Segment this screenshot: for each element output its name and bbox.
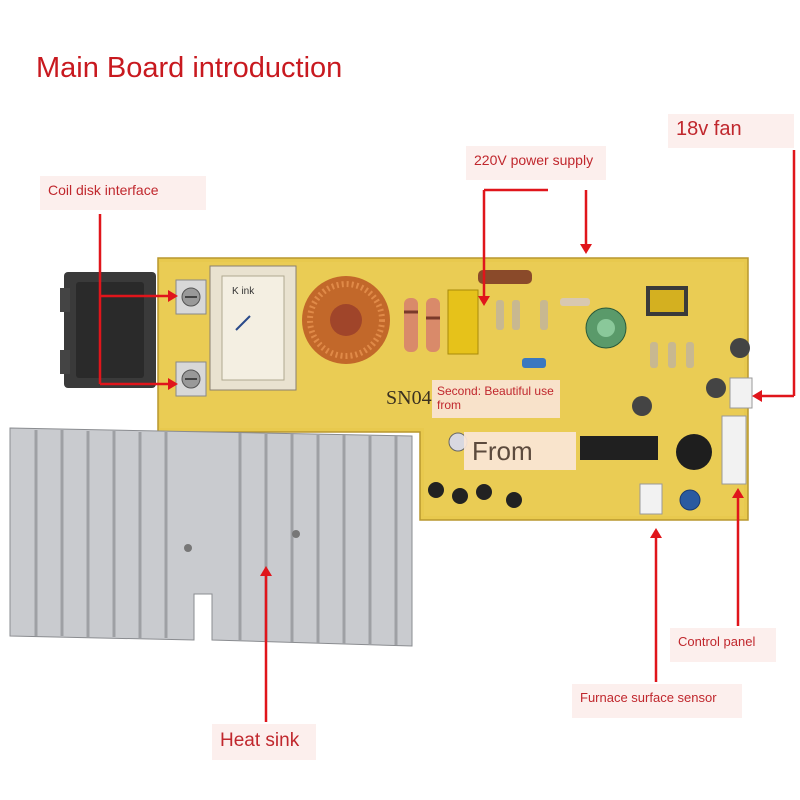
board-overlay-big: From [464, 432, 576, 470]
coil-connector [60, 272, 156, 388]
label-coil-disk-interface: Coil disk interface [40, 176, 206, 210]
buzzer [676, 434, 712, 470]
fuse [478, 270, 532, 284]
transformer [209, 265, 297, 391]
label-heat-sink: Heat sink [212, 724, 316, 760]
toroid-coil [302, 276, 390, 364]
fan-connector [729, 377, 753, 409]
annotation-arrows [98, 150, 796, 722]
label-control-panel: Control panel [670, 628, 776, 662]
board-model-text: SN04 [386, 387, 432, 409]
ic-chip [580, 436, 658, 460]
transformer-label: K ink [232, 286, 255, 297]
film-capacitor [447, 289, 479, 355]
board-overlay-caption: Second: Beautiful use from [432, 380, 560, 418]
heat-sink [9, 427, 413, 647]
screw-terminal-bottom [175, 361, 207, 397]
transistors [428, 338, 750, 508]
blue-component [522, 358, 546, 368]
screw-terminal-top [175, 279, 207, 315]
potentiometer [679, 489, 701, 511]
control-connector [721, 415, 747, 485]
small-resistors [496, 298, 694, 368]
label-furnace-surface-sensor: Furnace surface sensor [572, 684, 742, 718]
label-220v-power-supply: 220V power supply [466, 146, 606, 180]
label-18v-fan: 18v fan [668, 114, 794, 148]
sensor-connector [639, 483, 663, 515]
power-resistors [404, 298, 440, 352]
electrolytic-capacitor [585, 307, 627, 349]
page-title: Main Board introduction [36, 52, 343, 84]
